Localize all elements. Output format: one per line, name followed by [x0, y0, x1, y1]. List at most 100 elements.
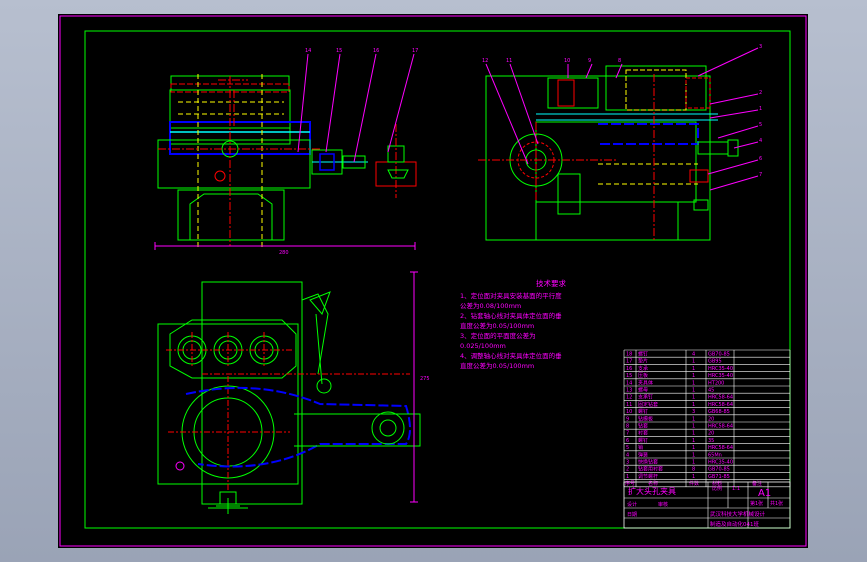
bom-row-no: 16: [626, 366, 632, 372]
bom-row-name: 钻模板: [638, 415, 653, 422]
front-elevation-view: [154, 53, 417, 250]
bom-row-qty: 1: [692, 402, 695, 408]
bom-row-name: 支承钉: [638, 394, 653, 401]
bom-row-qty: 1: [692, 431, 695, 437]
bom-row-name: 螺母: [638, 387, 648, 394]
body-base: [177, 189, 285, 241]
bom-row-material: HRC35-40: [708, 373, 733, 379]
part-label-12: 12: [482, 58, 488, 64]
bom-row-no: 7: [626, 431, 629, 437]
bom-row-material: HRC58-64: [708, 395, 733, 401]
bom-row-name: 钻套用衬套: [638, 466, 663, 473]
part-label-9: 9: [588, 58, 591, 64]
bom-row-material: HRC58-64: [708, 402, 733, 408]
part-label-10: 10: [564, 58, 570, 64]
section-body: [535, 121, 697, 203]
bom-row-qty: 1: [692, 445, 695, 451]
connecting-rod: [185, 386, 411, 468]
tech-line-4: 直度公差为0.05/100mm: [460, 321, 534, 330]
sheet-count: 共1张: [770, 500, 783, 507]
date-label: 日期: [627, 512, 637, 518]
department-name: 制造及自动化041班: [710, 520, 759, 528]
bom-row-name: 衬套: [638, 430, 648, 437]
checker-label: 审核: [658, 501, 668, 508]
workpiece-outline: [169, 121, 311, 155]
bom-row-no: 8: [626, 424, 629, 430]
part-label-4: 4: [759, 138, 762, 144]
tech-title: 技术要求: [536, 278, 566, 288]
bom-row-material: HRC58-64: [708, 445, 733, 451]
drawing-name: 扩大头孔夹具: [628, 486, 676, 496]
bom-header-no: 序号: [625, 480, 635, 487]
drawing-canvas: 14 15 16 17 280: [59, 15, 807, 547]
bom-row-no: 17: [626, 359, 632, 365]
bom-row-material: GB70-85: [708, 352, 730, 358]
bom-row-qty: 1: [692, 380, 695, 386]
bom-row-qty: 3: [692, 409, 695, 415]
bom-row-qty: 1: [692, 388, 695, 394]
dimension-height: 275: [420, 376, 430, 382]
bom-row-qty: 1: [692, 366, 695, 372]
bom-row-qty: 1: [692, 359, 695, 365]
scale-value: 1:1: [732, 486, 740, 492]
designer-label: 设计: [627, 501, 637, 508]
tech-requirements: 技术要求 1、定位面对夹具安装基面的平行度 公差为0.08/100mm 2、钻套…: [460, 278, 566, 370]
bom-row-name: 螺钉: [638, 408, 648, 415]
bom-row-name: 固定钻套: [638, 401, 658, 408]
bom-row-name: 螺钉: [638, 437, 648, 444]
part-label-3: 3: [759, 44, 762, 50]
bom-row-qty: 4: [692, 352, 695, 358]
bom-row-name: 快换钻套: [638, 459, 658, 466]
bom-row-qty: 1: [692, 474, 695, 480]
bom-row-qty: 1: [692, 438, 695, 444]
bom-row-no: 10: [626, 409, 632, 415]
tech-line-8: 直度公差为0.05/100mm: [460, 361, 534, 370]
bom-row-name: 调节螺杆: [638, 473, 658, 480]
bom-row-qty: 1: [692, 373, 695, 379]
sheet-frame: [59, 15, 807, 547]
bom-row-no: 5: [626, 445, 629, 451]
title-block: 扩大头孔夹具 比例 1:1 A1 第1张 共1张 设计 审核 日期 武汉科技大学…: [623, 481, 791, 529]
bom-row-no: 18: [626, 352, 632, 358]
section-view: [478, 47, 759, 242]
plan-view: [157, 271, 421, 514]
bom-header-material: 材料: [712, 480, 722, 487]
pin-circle: [214, 170, 226, 182]
drawing-sheet: 14 15 16 17 280: [58, 14, 808, 548]
tech-line-6: 0.025/100mm: [460, 342, 506, 350]
part-label-2: 2: [759, 90, 762, 96]
bom-row-material: HRC35-40: [708, 460, 733, 466]
part-label-16: 16: [373, 48, 379, 54]
bom-row-qty: 1: [692, 424, 695, 430]
sheet-number: 第1张: [750, 500, 763, 507]
school-name: 武汉科技大学机械设计: [710, 510, 766, 518]
bom-row-material: GB68-85: [708, 409, 730, 415]
bom-row-material: HRC58-64: [708, 424, 733, 430]
bom-row-qty: 1: [692, 416, 695, 422]
tech-line-2: 公差为0.08/100mm: [460, 301, 521, 310]
plan-outline: [201, 281, 303, 505]
bom-row-name: 夹具体: [638, 379, 653, 386]
bom-row-name: 螺钉: [638, 351, 648, 358]
scale-label: 比例: [712, 485, 722, 492]
tech-line-7: 4、调整轴心线对夹具体定位面的垂: [460, 351, 562, 360]
part-label-8: 8: [618, 58, 621, 64]
part-label-6: 6: [759, 156, 762, 162]
bom-row-material: GB70-85: [708, 467, 730, 473]
bom-row-no: 2: [626, 467, 629, 473]
bom-row-name: 垫片: [638, 358, 648, 365]
part-label-11: 11: [506, 58, 512, 64]
bom-row-no: 14: [626, 380, 632, 386]
bom-row-material: HT200: [708, 380, 724, 386]
drill-bush-cap: [605, 65, 707, 111]
bom-row-name: 压板: [638, 372, 648, 379]
bom-row-no: 1: [626, 474, 629, 480]
bom-row-material: 20: [708, 416, 714, 422]
bom-row-name: 销: [638, 444, 643, 451]
part-label-7: 7: [759, 172, 762, 178]
bom-header-name: 名称: [648, 480, 658, 487]
bom-row-material: 35: [708, 438, 714, 444]
bom-row-material: GB95: [708, 359, 722, 365]
part-label-1: 1: [759, 106, 762, 112]
